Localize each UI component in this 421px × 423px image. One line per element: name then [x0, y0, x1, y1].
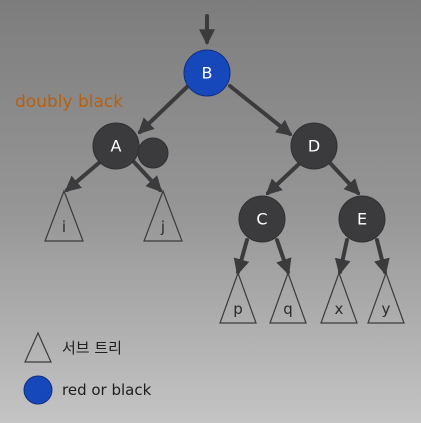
node-a-label: A	[111, 137, 122, 156]
extra-black-token	[137, 137, 169, 169]
legend: 서브 트리 red or black	[23, 331, 152, 405]
edge-a-j	[132, 160, 163, 193]
node-e: E	[338, 195, 386, 243]
subtree-i-label: i	[62, 218, 66, 236]
subtree-y-label: y	[382, 300, 391, 318]
node-e-label: E	[357, 210, 367, 229]
edge-e-y	[374, 238, 390, 276]
legend-red-or-black: red or black	[23, 375, 152, 405]
subtree-i: i	[44, 189, 84, 242]
node-a: A	[92, 122, 140, 170]
node-b: B	[183, 49, 231, 97]
edge-d-e	[328, 161, 361, 196]
legend-red-or-black-label: red or black	[62, 381, 152, 399]
node-c: C	[238, 195, 286, 243]
edge-a-i	[64, 160, 102, 193]
subtree-x-label: x	[335, 300, 344, 318]
node-c-label: C	[256, 210, 267, 229]
node-b-label: B	[202, 64, 213, 83]
subtree-q: q	[269, 271, 307, 324]
edge-c-q	[275, 238, 292, 276]
subtree-q-label: q	[283, 300, 293, 318]
doubly-black-annotation: doubly black	[15, 92, 123, 112]
subtree-y: y	[367, 271, 405, 324]
legend-circle-icon	[23, 375, 53, 405]
legend-triangle-icon	[24, 331, 52, 363]
legend-subtree-label: 서브 트리	[62, 339, 122, 357]
subtree-j: j	[143, 189, 183, 242]
edge-e-x	[334, 238, 351, 276]
edge-c-p	[233, 238, 250, 276]
subtree-x: x	[320, 271, 358, 324]
legend-subtree: 서브 트리	[24, 331, 122, 363]
edge-d-c	[265, 161, 302, 196]
edge-b-d	[228, 84, 293, 136]
subtree-p: p	[219, 271, 257, 324]
subtree-p-label: p	[233, 300, 243, 318]
edge-b-a	[137, 84, 190, 135]
node-d-label: D	[308, 137, 320, 156]
node-d: D	[290, 122, 338, 170]
subtree-j-label: j	[160, 218, 165, 236]
